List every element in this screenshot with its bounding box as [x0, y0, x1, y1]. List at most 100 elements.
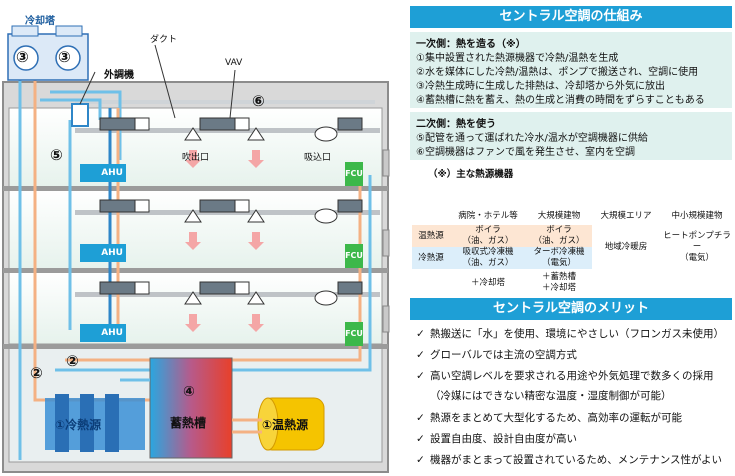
duct-label: ダクト: [150, 35, 178, 45]
air-arrows: [185, 150, 264, 332]
right-wall-panels: [382, 149, 390, 333]
large-heat-1: ボイラ: [546, 225, 572, 235]
merit-text-4: 熱源をまとめて大型化するため、高効率の運転が可能: [430, 412, 682, 424]
secondary-side-box: 二次側：熱を使う ⑤配管を通って運ばれた冷水/温水が空調機器に供給 ⑥空調機器は…: [410, 112, 732, 160]
hospital-cold-1: 吸収式冷凍機: [462, 247, 514, 257]
mark-3-right: ③: [58, 48, 71, 66]
merit-item-2: ✓ グローバルでは主流の空調方式: [416, 347, 577, 362]
mark-5: ⑤: [50, 146, 63, 164]
mechanism-title: セントラル空調の仕組み: [410, 6, 732, 28]
large-cold-1: ターボ冷凍機: [533, 247, 585, 257]
small-1: ヒートポンプチラー: [663, 230, 731, 252]
hot-source-label: ①温熱源: [262, 416, 308, 433]
merit-text-6: 機器がまとまって設置されているため、メンテナンス性がよい: [430, 454, 723, 466]
mark-3-left: ③: [16, 48, 29, 66]
central-hvac-diagram: [2, 25, 390, 473]
small-2: （電気）: [679, 252, 714, 263]
floor-1: [8, 107, 383, 189]
mark-6: ⑥: [252, 92, 265, 110]
storage-mark: ④: [183, 384, 195, 400]
small-cell: ヒートポンプチラー（電気）: [660, 225, 734, 269]
hospital-heat-1: ボイラ: [475, 225, 501, 235]
large-heat-2: （油、ガス）: [533, 236, 585, 246]
check-icon: ✓: [416, 370, 425, 382]
primary-item-3: ③冷熱生成時に生成した排熱は、冷却塔から外気に放出: [416, 81, 665, 92]
outdoor-unit-label: 外調機: [104, 70, 134, 81]
check-icon: ✓: [416, 349, 425, 361]
secondary-item-2: ⑥空調機器はファンで風を発生させ、室内を空調: [416, 147, 635, 158]
fcu-unit-3: FCU: [345, 322, 363, 346]
mark-2-upper: ②: [66, 352, 79, 370]
merit-text-3-note: （冷媒にはできない精密な温度・湿度制御が可能）: [430, 390, 672, 402]
large-heat: ボイラ（油、ガス）: [526, 225, 592, 247]
large-extra-2: ＋冷却塔: [541, 283, 576, 293]
cooling-tower: [7, 25, 89, 81]
merit-item-3-note: （冷媒にはできない精密な温度・湿度制御が可能）: [416, 388, 672, 403]
vav-label: VAV: [225, 58, 243, 68]
hospital-cold-2: （油、ガス）: [462, 258, 514, 268]
fcu-unit-1: FCU: [345, 162, 363, 186]
check-icon: ✓: [416, 454, 425, 466]
merit-item-4: ✓ 熱源をまとめて大型化するため、高効率の運転が可能: [416, 410, 682, 425]
secondary-title: 二次側：熱を使う: [416, 119, 496, 130]
mark-2-lower: ②: [30, 364, 43, 382]
outdoor-unit: [71, 103, 89, 127]
hot-source-mark: ①: [262, 418, 273, 432]
ahu-unit-1: AHU: [80, 164, 126, 182]
primary-item-1: ①集中設置された熱源機器で冷熱/温熱を生成: [416, 53, 619, 64]
merit-text-3: 高い空調レベルを要求される用途や外気処理で数多くの採用: [430, 370, 714, 382]
heat-sources-table: 病院・ホテル等 大規模建物 大規模エリア 中小規模建物 温熱源 ボイラ（油、ガス…: [412, 207, 734, 294]
large-cold: ターボ冷凍機（電気）: [526, 247, 592, 269]
primary-title: 一次側：熱を造る（※）: [416, 39, 526, 50]
outlet-diffusers: [184, 126, 338, 306]
sources-table-title: （※）主な熱源機器: [428, 169, 514, 180]
cold-heat-source: [45, 394, 145, 452]
merit-item-1: ✓ 熱搬送に「水」を使用、環境にやさしい（フロンガス未使用）: [416, 326, 724, 341]
inlet-label: 吸込口: [304, 153, 332, 163]
col-head-large: 大規模建物: [537, 210, 581, 221]
row-head-heat: 温熱源: [412, 225, 450, 247]
primary-item-2: ②水を媒体にした冷熱/温熱は、ポンプで搬送され、空調に使用: [416, 67, 699, 78]
hot-heat-source: [257, 397, 325, 451]
check-icon: ✓: [416, 412, 425, 424]
check-icon: ✓: [416, 433, 425, 445]
ahu-unit-3: AHU: [80, 324, 126, 342]
hospital-heat: ボイラ（油、ガス）: [450, 225, 526, 247]
col-head-hospital: 病院・ホテル等: [458, 210, 518, 221]
cold-source-text: 冷熱源: [65, 418, 102, 432]
heat-storage-tank: [149, 357, 233, 459]
merit-item-3: ✓ 高い空調レベルを要求される用途や外気処理で数多くの採用: [416, 368, 714, 383]
primary-side-box: 一次側：熱を造る（※） ①集中設置された熱源機器で冷熱/温熱を生成 ②水を媒体に…: [410, 32, 732, 108]
ahu-unit-2: AHU: [80, 244, 126, 262]
large-extra-1: ＋蓄熱槽: [541, 272, 576, 282]
merit-item-6: ✓ 機器がまとまって設置されているため、メンテナンス性がよい: [416, 452, 722, 467]
area-cell: 地域冷暖房: [604, 241, 648, 252]
col-head-0: [412, 207, 450, 225]
row-head-cold: 冷熱源: [412, 247, 450, 269]
hospital-extra: ＋冷却塔: [470, 277, 505, 288]
large-cold-2: （電気）: [541, 258, 576, 268]
cooling-tower-label: 冷却塔: [25, 16, 55, 27]
large-extra: ＋蓄熱槽＋冷却塔: [526, 269, 592, 294]
floor-3: [8, 271, 383, 345]
merits-title: セントラル空調のメリット: [410, 298, 732, 320]
hospital-cold: 吸収式冷凍機（油、ガス）: [450, 247, 526, 269]
merit-text-2: グローバルでは主流の空調方式: [430, 349, 577, 361]
vav-units: [99, 117, 363, 295]
check-icon: ✓: [416, 328, 425, 340]
cold-source-label: ①冷熱源: [55, 416, 101, 433]
storage-label: 蓄熱槽: [170, 416, 207, 430]
merit-item-5: ✓ 設置自由度、設計自由度が高い: [416, 431, 577, 446]
col-head-small: 中小規模建物: [671, 210, 723, 221]
cold-source-mark: ①: [55, 418, 66, 432]
merit-text-5: 設置自由度、設計自由度が高い: [430, 433, 577, 445]
col-head-area: 大規模エリア: [600, 210, 652, 221]
primary-item-4: ④蓄熱槽に熱を蓄え、熱の生成と消費の時間をずらすこともある: [416, 95, 705, 106]
hospital-heat-2: （油、ガス）: [462, 236, 514, 246]
floor-2: [8, 189, 383, 271]
outlet-label: 吹出口: [182, 153, 210, 163]
hot-source-text: 温熱源: [272, 418, 309, 432]
merit-text-1: 熱搬送に「水」を使用、環境にやさしい（フロンガス未使用）: [430, 328, 724, 340]
fcu-unit-2: FCU: [345, 244, 363, 268]
secondary-item-1: ⑤配管を通って運ばれた冷水/温水が空調機器に供給: [416, 133, 648, 144]
